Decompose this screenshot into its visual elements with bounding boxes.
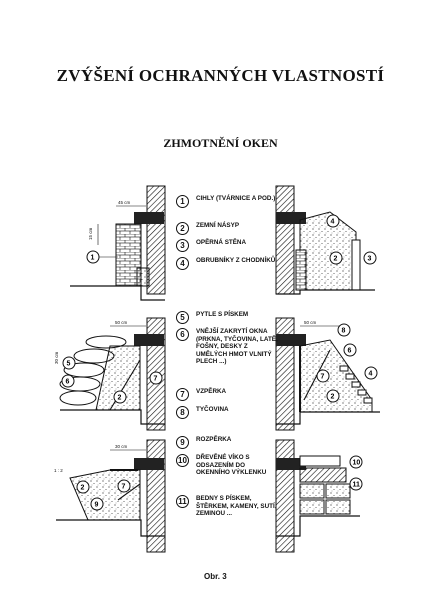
legend-label-3: OPĚRNÁ STĚNA: [196, 239, 247, 246]
legend-item-11: 11 BEDNY S PÍSKEM, ŠTĚRKEM, KAMENY, SUTÍ…: [176, 495, 280, 518]
page-title: ZVÝŠENÍ OCHRANNÝCH VLASTNOSTÍ: [56, 66, 385, 85]
marker-6-right: 6: [343, 343, 357, 357]
svg-text:2: 2: [118, 395, 122, 402]
figure-caption: Obr. 3: [204, 572, 227, 581]
marker-4-right: 4: [364, 366, 378, 380]
marker-4: 4: [326, 214, 340, 228]
legend-num-8: 8: [176, 406, 189, 419]
marker-3: 3: [363, 251, 377, 265]
marker-7-right: 7: [316, 369, 330, 383]
legend-label-10: DŘEVĚNÉ VÍKO S ODSAZENÍM DO OKENNÍHO VÝK…: [196, 454, 267, 477]
legend-label-11: BEDNY S PÍSKEM, ŠTĚRKEM, KAMENY, SUTÍ, Z…: [196, 495, 277, 518]
legend-label-9: ROZPĚRKA: [196, 436, 232, 443]
legend-item-1: 1 CIHLY (TVÁRNICE A POD.): [176, 195, 280, 208]
svg-text:3: 3: [368, 256, 372, 263]
legend-label-2: ZEMNÍ NÁSYP: [196, 222, 240, 229]
diagram-slope-spacer: 30 cm 1 : 2 9 2 7: [54, 439, 166, 553]
dim-50cm-left: 50 cm: [115, 320, 128, 325]
dim-50cm-right: 50 cm: [304, 320, 317, 325]
marker-11: 11: [349, 477, 363, 491]
dim-45cm: 45 cm: [118, 200, 131, 205]
page-subtitle: ZHMOTNĚNÍ OKEN: [163, 136, 278, 150]
legend-item-2: 2 ZEMNÍ NÁSYP: [176, 222, 280, 235]
svg-text:7: 7: [122, 484, 126, 491]
svg-text:1: 1: [91, 255, 95, 262]
dim-15cm: 15 cm: [88, 227, 93, 240]
legend-item-6: 6 VNĚJŠÍ ZAKRYTÍ OKNA (PRKNA, TYČOVINA, …: [176, 328, 280, 366]
marker-8: 8: [337, 323, 351, 337]
svg-text:6: 6: [66, 379, 70, 386]
legend-num-7: 7: [176, 388, 189, 401]
diagram-lid-boxes: 10 11: [275, 439, 363, 553]
legend-item-8: 8 TYČOVINA: [176, 406, 280, 419]
dim-30cm: 30 cm: [54, 351, 59, 364]
svg-text:10: 10: [353, 460, 361, 467]
svg-text:2: 2: [334, 256, 338, 263]
marker-10: 10: [349, 455, 363, 469]
legend-num-10: 10: [176, 454, 189, 467]
legend-label-7: VZPĚRKA: [196, 388, 227, 395]
legend-label-8: TYČOVINA: [196, 406, 229, 413]
legend-num-2: 2: [176, 222, 189, 235]
legend-item-9: 9 ROZPĚRKA: [176, 436, 280, 449]
dim-slope-top: 30 cm: [115, 444, 128, 449]
legend-label-5: PYTLE S PÍSKEM: [196, 311, 249, 318]
legend-item-10: 10 DŘEVĚNÉ VÍKO S ODSAZENÍM DO OKENNÍHO …: [176, 454, 280, 477]
svg-text:4: 4: [331, 219, 335, 226]
svg-text:4: 4: [369, 371, 373, 378]
svg-text:2: 2: [81, 485, 85, 492]
svg-text:11: 11: [353, 482, 361, 489]
legend-num-5: 5: [176, 311, 189, 324]
marker-1: 1: [86, 250, 100, 264]
legend-label-4: OBRUBNÍKY Z CHODNÍKŮ: [196, 257, 276, 264]
svg-text:5: 5: [67, 361, 71, 368]
marker-2-right: 2: [329, 251, 343, 265]
legend-num-1: 1: [176, 195, 189, 208]
legend-item-3: 3 OPĚRNÁ STĚNA: [176, 239, 280, 252]
diagram-earth-fill: 2 3 4: [275, 185, 377, 295]
marker-2-bottom: 2: [76, 480, 90, 494]
marker-6-left: 6: [61, 374, 75, 388]
legend-num-3: 3: [176, 239, 189, 252]
diagram-cover-struts: 50 cm 8 6 7 4 2: [275, 317, 380, 431]
legend-item-7: 7 VZPĚRKA: [176, 388, 280, 401]
dim-slope-ratio: 1 : 2: [54, 468, 63, 473]
svg-text:7: 7: [321, 374, 325, 381]
legend-label-6: VNĚJŠÍ ZAKRYTÍ OKNA (PRKNA, TYČOVINA, LA…: [196, 328, 278, 366]
svg-text:2: 2: [331, 394, 335, 401]
marker-7-bottom: 7: [117, 479, 131, 493]
legend-num-11: 11: [176, 495, 189, 508]
legend-num-9: 9: [176, 436, 189, 449]
marker-5: 5: [62, 356, 76, 370]
svg-text:9: 9: [95, 502, 99, 509]
marker-7-left: 7: [149, 371, 163, 385]
marker-2-right2: 2: [326, 389, 340, 403]
diagram-brick-wall: 45 cm 15 cm 1: [70, 185, 166, 301]
legend-num-6: 6: [176, 328, 189, 341]
svg-text:6: 6: [348, 348, 352, 355]
diagram-sandbags: 50 cm 30 cm 5 6 7 2: [54, 317, 166, 431]
marker-2-mid: 2: [113, 390, 127, 404]
marker-9: 9: [90, 497, 104, 511]
legend-label-1: CIHLY (TVÁRNICE A POD.): [196, 195, 276, 202]
legend-item-4: 4 OBRUBNÍKY Z CHODNÍKŮ: [176, 257, 280, 270]
legend-item-5: 5 PYTLE S PÍSKEM: [176, 311, 280, 324]
legend-num-4: 4: [176, 257, 189, 270]
svg-text:7: 7: [154, 376, 158, 383]
svg-text:8: 8: [342, 328, 346, 335]
